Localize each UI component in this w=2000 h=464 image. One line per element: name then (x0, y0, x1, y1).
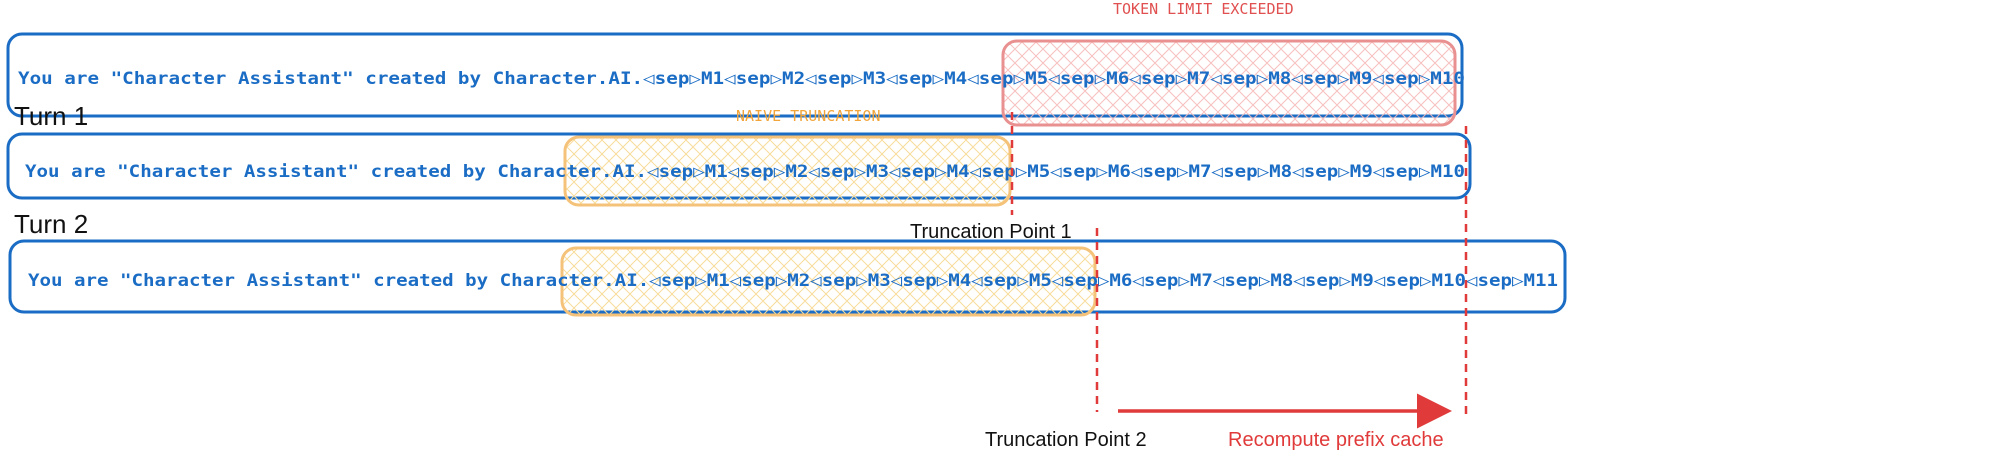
turn-2-label: Turn 2 (14, 209, 88, 239)
naive-truncation-label: NAIVE TRUNCATION (736, 107, 881, 125)
truncation-point-1-label: Truncation Point 1 (910, 221, 1072, 243)
context-text-turn-1: You are "Character Assistant" created by… (25, 162, 1465, 182)
recompute-prefix-cache-label: Recompute prefix cache (1228, 429, 1444, 451)
token-limit-label: TOKEN LIMIT EXCEEDED (1113, 0, 1294, 18)
truncated-region-turn-1 (563, 135, 1012, 207)
token-limit-exceeded-region (1001, 39, 1457, 127)
turn-1-label: Turn 1 (14, 101, 88, 131)
context-box-initial (6, 32, 1464, 118)
truncated-region-turn-2 (560, 246, 1097, 317)
context-text-initial: You are "Character Assistant" created by… (18, 69, 1465, 89)
truncation-point-2-label: Truncation Point 2 (985, 429, 1147, 451)
context-text-turn-2: You are "Character Assistant" created by… (28, 271, 1558, 291)
